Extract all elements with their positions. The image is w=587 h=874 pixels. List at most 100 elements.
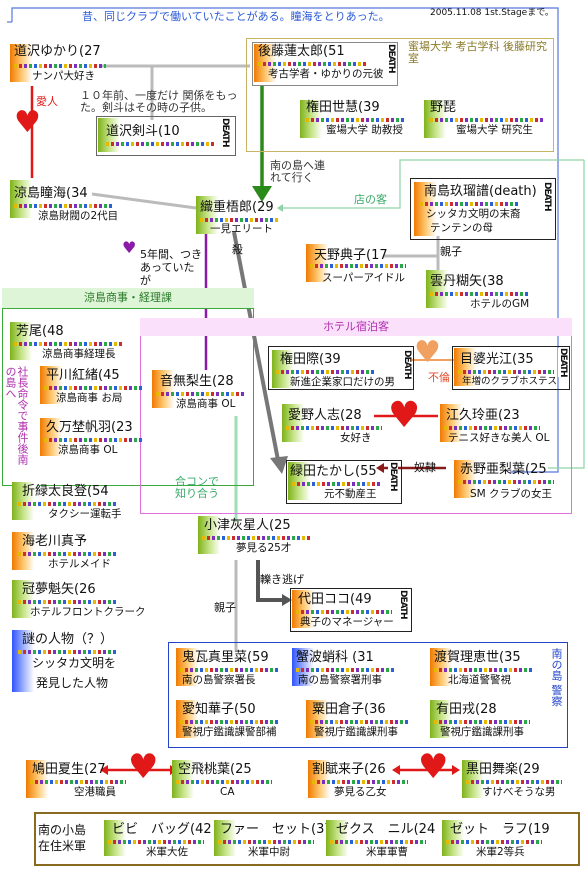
tokai-name: 渡賀理恵世(35 xyxy=(434,650,521,665)
kuroda-dots xyxy=(466,780,562,784)
zekusu-node[interactable] xyxy=(326,820,352,856)
guest-label: 店の客 xyxy=(354,193,387,206)
yoda-frame xyxy=(290,588,412,632)
ekuni-dots xyxy=(444,426,540,430)
university-label: 蜜場大学 考古学科 後藤研究室 xyxy=(408,40,547,65)
orienta-name: 折緑太良登(54 xyxy=(22,484,109,499)
kumotan-node[interactable] xyxy=(426,270,452,308)
love-love-heart-icon: ♥ xyxy=(128,747,159,787)
obasan-frame xyxy=(452,346,570,390)
akano-desc: SM クラブの女王 xyxy=(470,488,553,500)
zekusu-dots xyxy=(330,840,426,844)
bibi-node[interactable] xyxy=(104,820,130,856)
akano-node[interactable] xyxy=(454,460,480,498)
ebikawa-node[interactable] xyxy=(12,532,38,570)
nazo-node[interactable] xyxy=(12,630,38,692)
ebikawa-dots xyxy=(18,552,118,556)
kanmuri-name: 冠夢魁矢(26 xyxy=(22,582,96,597)
zetto-node[interactable] xyxy=(442,820,468,856)
yoda-node[interactable] xyxy=(292,590,318,628)
amano-node[interactable] xyxy=(306,244,332,282)
kenji-name: 道沢剣斗(10 xyxy=(106,124,180,139)
hitomi-dots xyxy=(14,204,114,208)
nazo-desc2: 発見した人物 xyxy=(36,676,109,690)
odzu-name: 小津灰星人(25 xyxy=(204,518,291,533)
kanmuri-dots xyxy=(18,600,118,604)
nazo-name: 謎の人物（？） xyxy=(22,632,114,647)
heart-icon: ♥ xyxy=(14,105,41,140)
onigawara-node[interactable] xyxy=(176,648,202,686)
yoda-name: 代田ココ(49 xyxy=(298,592,372,607)
warizoku-desc: 夢見る乙女 xyxy=(334,786,387,798)
zetto-name: ゼット ラフ(19 xyxy=(450,822,550,837)
akano-name: 赤野亜梨葉(25 xyxy=(460,462,547,477)
kurita-node[interactable] xyxy=(306,700,332,738)
kumando-node[interactable] xyxy=(40,418,66,456)
hirakawa-node[interactable] xyxy=(40,366,66,404)
dating-label: 5年間、つきあっていたが xyxy=(140,248,202,287)
shachou-note: 社長命令で事件後南の島へ xyxy=(4,366,29,465)
minami-node[interactable] xyxy=(414,182,440,236)
yukari-node[interactable] xyxy=(10,44,36,82)
aichi-name: 愛知華子(50 xyxy=(182,702,256,717)
arita-node[interactable] xyxy=(430,700,456,738)
kuroda-name: 黒田舞楽(29 xyxy=(466,762,540,777)
dorei-arrowhead xyxy=(376,463,384,473)
renjiro-desc: 考古学者・ゆかりの元彼 xyxy=(268,68,384,80)
kenji-node[interactable] xyxy=(98,118,124,152)
ebikawa-desc: ホテルメイド xyxy=(48,558,111,570)
ekuni-desc: テニス好きな美人 OL xyxy=(448,432,550,444)
arita-name: 有田戎(28 xyxy=(436,702,497,717)
orihara-node[interactable] xyxy=(196,196,222,234)
kanmuri-desc: ホテルフロントクラーク xyxy=(30,606,146,618)
midorida-node[interactable] xyxy=(288,462,314,500)
island-label: 南の小島 在住米軍 xyxy=(38,823,87,853)
sorahi-node[interactable] xyxy=(172,760,198,798)
hitomi-name: 涼島瞳海(34 xyxy=(14,186,88,201)
arrow-left-2 xyxy=(392,765,400,775)
renjiro-frame xyxy=(252,42,398,86)
yoda-dots xyxy=(296,610,392,614)
heart-icon: ♥ xyxy=(388,395,421,436)
otonashi-node[interactable] xyxy=(152,370,178,408)
zure-arrowhead xyxy=(282,594,292,606)
bibi-desc: 米軍大佐 xyxy=(146,846,188,858)
aino-name: 愛野人志(28 xyxy=(288,408,362,423)
ekuni-node[interactable] xyxy=(440,404,466,442)
zekusu-name: ゼクス ニル(24 xyxy=(336,822,436,837)
yoshio-desc: 涼島商事経理長 xyxy=(42,348,116,360)
kill-arrowhead xyxy=(270,456,288,474)
odzu-desc: 夢見る25才 xyxy=(236,542,292,554)
obasan-node[interactable] xyxy=(454,348,480,386)
minami-desc1: シッタカ文明の末裔 xyxy=(426,208,521,220)
aino-dots xyxy=(286,426,382,430)
orienta-node[interactable] xyxy=(12,482,38,520)
minami-death-tag: DEATH xyxy=(542,182,552,211)
akano-dots xyxy=(458,480,554,484)
aino-desc: 女好き xyxy=(340,432,372,444)
amano-name: 天野典子(17 xyxy=(314,248,388,263)
orihara-name: 織重梧郎(29 xyxy=(200,200,274,215)
fa-node[interactable] xyxy=(214,820,240,856)
hatoda-node[interactable] xyxy=(26,760,52,798)
gokon-label: 合コンで知り合う xyxy=(175,475,219,500)
kurita-dots xyxy=(310,720,410,724)
kill-label: 殺 xyxy=(232,243,243,256)
kaniba-node[interactable] xyxy=(292,648,318,686)
odzu-node[interactable] xyxy=(198,516,224,554)
hirakawa-name: 平川紅緒(45 xyxy=(46,368,120,383)
yoshio-dots xyxy=(14,342,124,346)
kuroda-node[interactable] xyxy=(462,760,488,798)
bibi-name: ビビ バッグ(42 xyxy=(112,822,212,837)
tokai-node[interactable] xyxy=(430,648,456,686)
hitomi-node[interactable] xyxy=(10,180,36,218)
aichi-node[interactable] xyxy=(176,700,202,738)
kanmuri-node[interactable] xyxy=(12,580,38,618)
police-label: 南の島 警察 xyxy=(550,648,563,707)
gonda-node[interactable] xyxy=(272,350,298,388)
gonda-name: 権田際(39 xyxy=(280,352,341,367)
yoshio-node[interactable] xyxy=(10,322,36,360)
aino-node[interactable] xyxy=(282,404,308,442)
warizoku-node[interactable] xyxy=(308,760,334,798)
kumando-dots xyxy=(44,438,144,442)
